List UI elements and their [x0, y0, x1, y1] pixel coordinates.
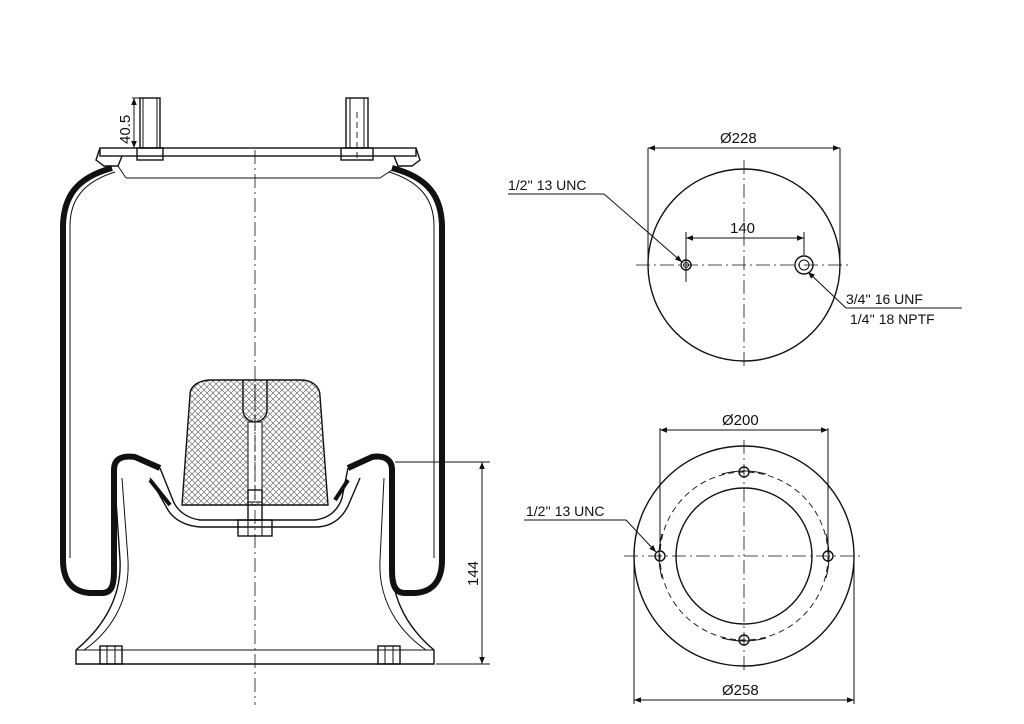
dim-top-diameter: Ø228: [720, 130, 757, 147]
base-nut-right: [377, 645, 401, 665]
piston-base-view: Ø200 Ø258 1/2'' 13 UNC: [524, 412, 864, 704]
top-plate: [99, 147, 417, 157]
note-right-stud-2: 1/4'' 18 NPTF: [850, 311, 935, 327]
bolt-hole-left: [654, 550, 666, 562]
bellows-outline-right: [346, 165, 445, 596]
note-left-stud: 1/2'' 13 UNC: [508, 177, 587, 193]
top-plate-view: Ø228 140 1/2'' 13 UNC 3/4'' 16 UNF 1/4''…: [508, 130, 962, 370]
left-stud: [136, 97, 164, 161]
bolt-hole-bottom: [738, 634, 750, 646]
right-stud-hole: [794, 255, 814, 275]
dim-outer-diameter: Ø258: [722, 682, 759, 699]
dim-stud-spacing: 140: [730, 220, 755, 237]
base-nut-left: [99, 645, 123, 665]
note-base-bolt: 1/2'' 13 UNC: [526, 503, 605, 519]
note-right-stud-1: 3/4'' 16 UNF: [846, 291, 923, 307]
dim-piston-height: 144: [465, 561, 482, 586]
side-view: 40.5 144: [60, 97, 490, 705]
dim-bolt-circle: Ø200: [722, 412, 759, 429]
bolt-hole-top: [738, 466, 750, 478]
bellows-outline: [60, 165, 162, 596]
right-stud: [340, 97, 374, 161]
bolt-hole-right: [822, 550, 834, 562]
dim-stud-height: 40.5: [117, 115, 134, 144]
